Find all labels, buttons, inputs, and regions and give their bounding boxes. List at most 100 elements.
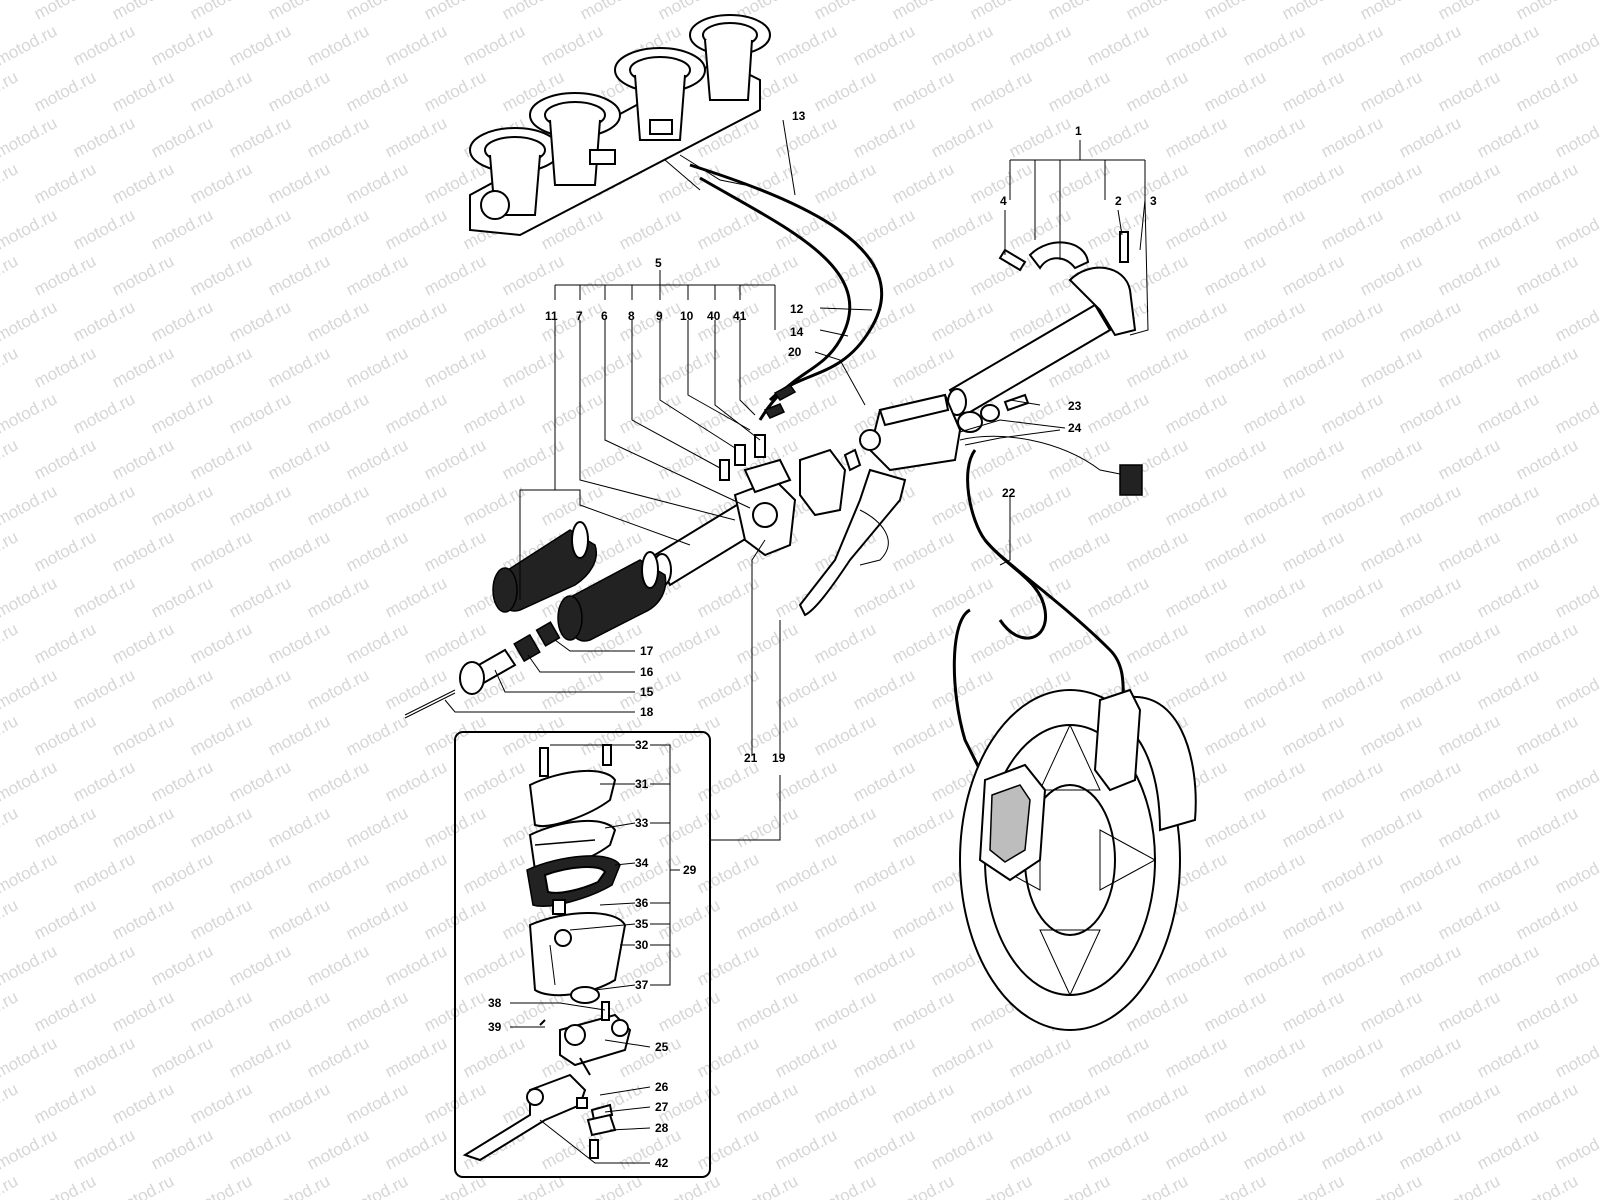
watermark-text: motod.ru bbox=[148, 481, 216, 529]
label-11: 11 bbox=[545, 309, 558, 323]
watermark-text: motod.ru bbox=[1474, 849, 1542, 897]
label-1: 1 bbox=[1075, 124, 1082, 138]
watermark-text: motod.ru bbox=[1513, 803, 1581, 851]
watermark-text: motod.ru bbox=[421, 251, 489, 299]
watermark-text: motod.ru bbox=[0, 389, 60, 437]
watermark-text: motod.ru bbox=[1513, 711, 1581, 759]
watermark-text: motod.ru bbox=[109, 435, 177, 483]
watermark-text: motod.ru bbox=[382, 941, 450, 989]
watermark-text: motod.ru bbox=[1045, 527, 1113, 575]
watermark-text: motod.ru bbox=[1396, 389, 1464, 437]
watermark-text: motod.ru bbox=[577, 343, 645, 391]
watermark-text: motod.ru bbox=[1357, 987, 1425, 1035]
watermark-text: motod.ru bbox=[1357, 251, 1425, 299]
watermark-text: motod.ru bbox=[304, 113, 372, 161]
watermark-text: motod.ru bbox=[655, 987, 723, 1035]
label-9: 9 bbox=[656, 309, 663, 323]
watermark-text: motod.ru bbox=[1240, 1033, 1308, 1081]
watermark-text: motod.ru bbox=[0, 573, 60, 621]
watermark-text: motod.ru bbox=[1123, 1079, 1191, 1127]
watermark-text: motod.ru bbox=[70, 297, 138, 345]
watermark-text: motod.ru bbox=[382, 665, 450, 713]
watermark-text: motod.ru bbox=[1357, 343, 1425, 391]
watermark-text: motod.ru bbox=[1396, 1125, 1464, 1173]
watermark-text: motod.ru bbox=[343, 343, 411, 391]
watermark-text: motod.ru bbox=[1513, 67, 1581, 115]
watermark-text: motod.ru bbox=[772, 21, 840, 69]
watermark-text: motod.ru bbox=[616, 757, 684, 805]
watermark-text: motod.ru bbox=[148, 21, 216, 69]
watermark-text: motod.ru bbox=[1474, 297, 1542, 345]
watermark-text: motod.ru bbox=[811, 1171, 879, 1200]
watermark-text: motod.ru bbox=[70, 665, 138, 713]
label-39: 39 bbox=[488, 1020, 502, 1034]
watermark-text: motod.ru bbox=[0, 481, 60, 529]
watermark-text: motod.ru bbox=[1357, 159, 1425, 207]
watermark-text: motod.ru bbox=[0, 665, 60, 713]
watermark-text: motod.ru bbox=[148, 1033, 216, 1081]
watermark-text: motod.ru bbox=[1045, 67, 1113, 115]
watermark-text: motod.ru bbox=[0, 1033, 60, 1081]
watermark-text: motod.ru bbox=[382, 1033, 450, 1081]
watermark-text: motod.ru bbox=[772, 941, 840, 989]
watermark-text: motod.ru bbox=[1474, 1125, 1542, 1173]
watermark-text: motod.ru bbox=[694, 389, 762, 437]
watermark-text: motod.ru bbox=[694, 1033, 762, 1081]
watermark-text: motod.ru bbox=[1357, 435, 1425, 483]
watermark-text: motod.ru bbox=[1201, 1079, 1269, 1127]
watermark-text: motod.ru bbox=[1279, 711, 1347, 759]
watermark-text: motod.ru bbox=[1357, 619, 1425, 667]
watermark-text: motod.ru bbox=[850, 757, 918, 805]
watermark-text: motod.ru bbox=[70, 21, 138, 69]
inset-frame bbox=[454, 731, 711, 1178]
watermark-text: motod.ru bbox=[1201, 159, 1269, 207]
watermark-text: motod.ru bbox=[226, 1125, 294, 1173]
front-brake-caliper bbox=[978, 688, 1142, 882]
watermark-text: motod.ru bbox=[343, 711, 411, 759]
watermark-text: motod.ru bbox=[1279, 0, 1347, 24]
watermark-text: motod.ru bbox=[1279, 987, 1347, 1035]
throttle-body-assembly bbox=[469, 14, 771, 237]
watermark-text: motod.ru bbox=[1513, 1171, 1581, 1200]
watermark-text: motod.ru bbox=[109, 1171, 177, 1200]
watermark-text: motod.ru bbox=[1318, 1033, 1386, 1081]
watermark-text: motod.ru bbox=[70, 389, 138, 437]
watermark-text: motod.ru bbox=[421, 619, 489, 667]
watermark-text: motod.ru bbox=[70, 113, 138, 161]
watermark-text: motod.ru bbox=[343, 987, 411, 1035]
watermark-text: motod.ru bbox=[304, 481, 372, 529]
watermark-text: motod.ru bbox=[850, 1033, 918, 1081]
watermark-text: motod.ru bbox=[0, 21, 60, 69]
watermark-text: motod.ru bbox=[1474, 665, 1542, 713]
watermark-text: motod.ru bbox=[1435, 1079, 1503, 1127]
watermark-text: motod.ru bbox=[655, 159, 723, 207]
watermark-text: motod.ru bbox=[1162, 21, 1230, 69]
watermark-text: motod.ru bbox=[1045, 1079, 1113, 1127]
watermark-text: motod.ru bbox=[265, 159, 333, 207]
watermark-text: motod.ru bbox=[850, 21, 918, 69]
front-brake-master-cylinder bbox=[798, 393, 1030, 617]
watermark-text: motod.ru bbox=[1318, 665, 1386, 713]
inset-reservoir-parts bbox=[526, 744, 627, 1004]
watermark-text: motod.ru bbox=[1474, 941, 1542, 989]
label-32: 32 bbox=[635, 738, 649, 752]
watermark-text: motod.ru bbox=[1279, 803, 1347, 851]
label-26: 26 bbox=[655, 1080, 669, 1094]
watermark-text: motod.ru bbox=[1123, 0, 1191, 24]
watermark-text: motod.ru bbox=[148, 573, 216, 621]
watermark-text: motod.ru bbox=[772, 113, 840, 161]
watermark-text: motod.ru bbox=[616, 849, 684, 897]
watermark-text: motod.ru bbox=[70, 205, 138, 253]
watermark-text: motod.ru bbox=[655, 435, 723, 483]
watermark-text: motod.ru bbox=[1357, 803, 1425, 851]
watermark-text: motod.ru bbox=[0, 159, 21, 207]
watermark-text: motod.ru bbox=[850, 665, 918, 713]
watermark-text: motod.ru bbox=[811, 987, 879, 1035]
watermark-text: motod.ru bbox=[1123, 343, 1191, 391]
watermark-text: motod.ru bbox=[1552, 389, 1600, 437]
watermark-text: motod.ru bbox=[226, 665, 294, 713]
watermark-text: motod.ru bbox=[1552, 1125, 1600, 1173]
label-38: 38 bbox=[488, 996, 502, 1010]
watermark-text: motod.ru bbox=[616, 205, 684, 253]
